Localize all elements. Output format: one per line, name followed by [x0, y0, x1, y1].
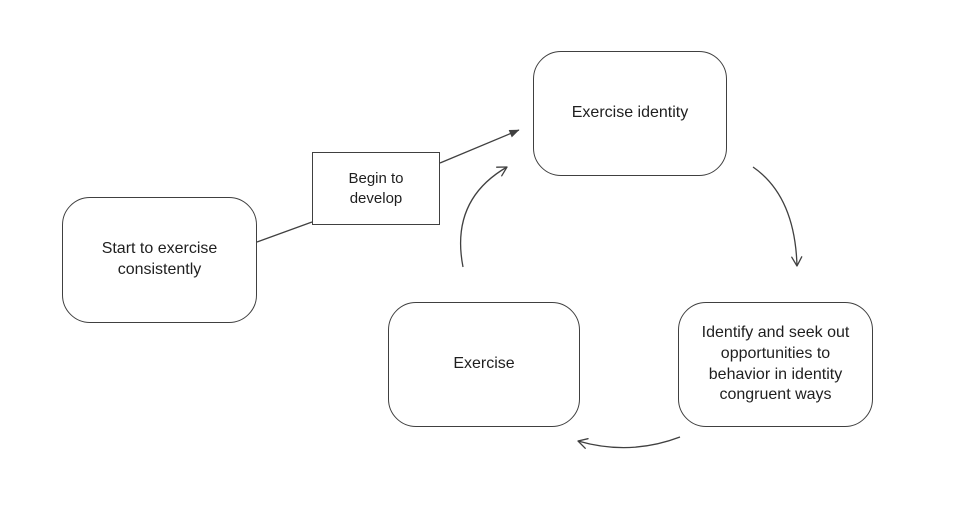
arrow-identity-to-identify — [752, 166, 803, 267]
node-identify-opportunities: Identify and seek out opportunities to b… — [678, 302, 873, 427]
node-label: Begin to develop — [348, 170, 404, 207]
node-label: Exercise identity — [571, 104, 689, 122]
node-label: Exercise — [453, 355, 515, 373]
node-exercise-identity: Exercise identity — [533, 51, 727, 176]
node-label: Start to exercise consistently — [101, 240, 218, 278]
node-start-to-exercise-consistently: Start to exercise consistently — [62, 197, 257, 323]
arrow-identify-to-exercise — [577, 436, 681, 449]
node-exercise: Exercise — [388, 302, 580, 427]
arrow-begin-to-identity — [439, 129, 520, 164]
arrow-exercise-to-identity — [459, 166, 508, 268]
connector-start-to-begin — [256, 221, 313, 243]
node-label: Identify and seek out opportunities to b… — [701, 323, 850, 404]
node-begin-to-develop: Begin to develop — [312, 152, 440, 225]
